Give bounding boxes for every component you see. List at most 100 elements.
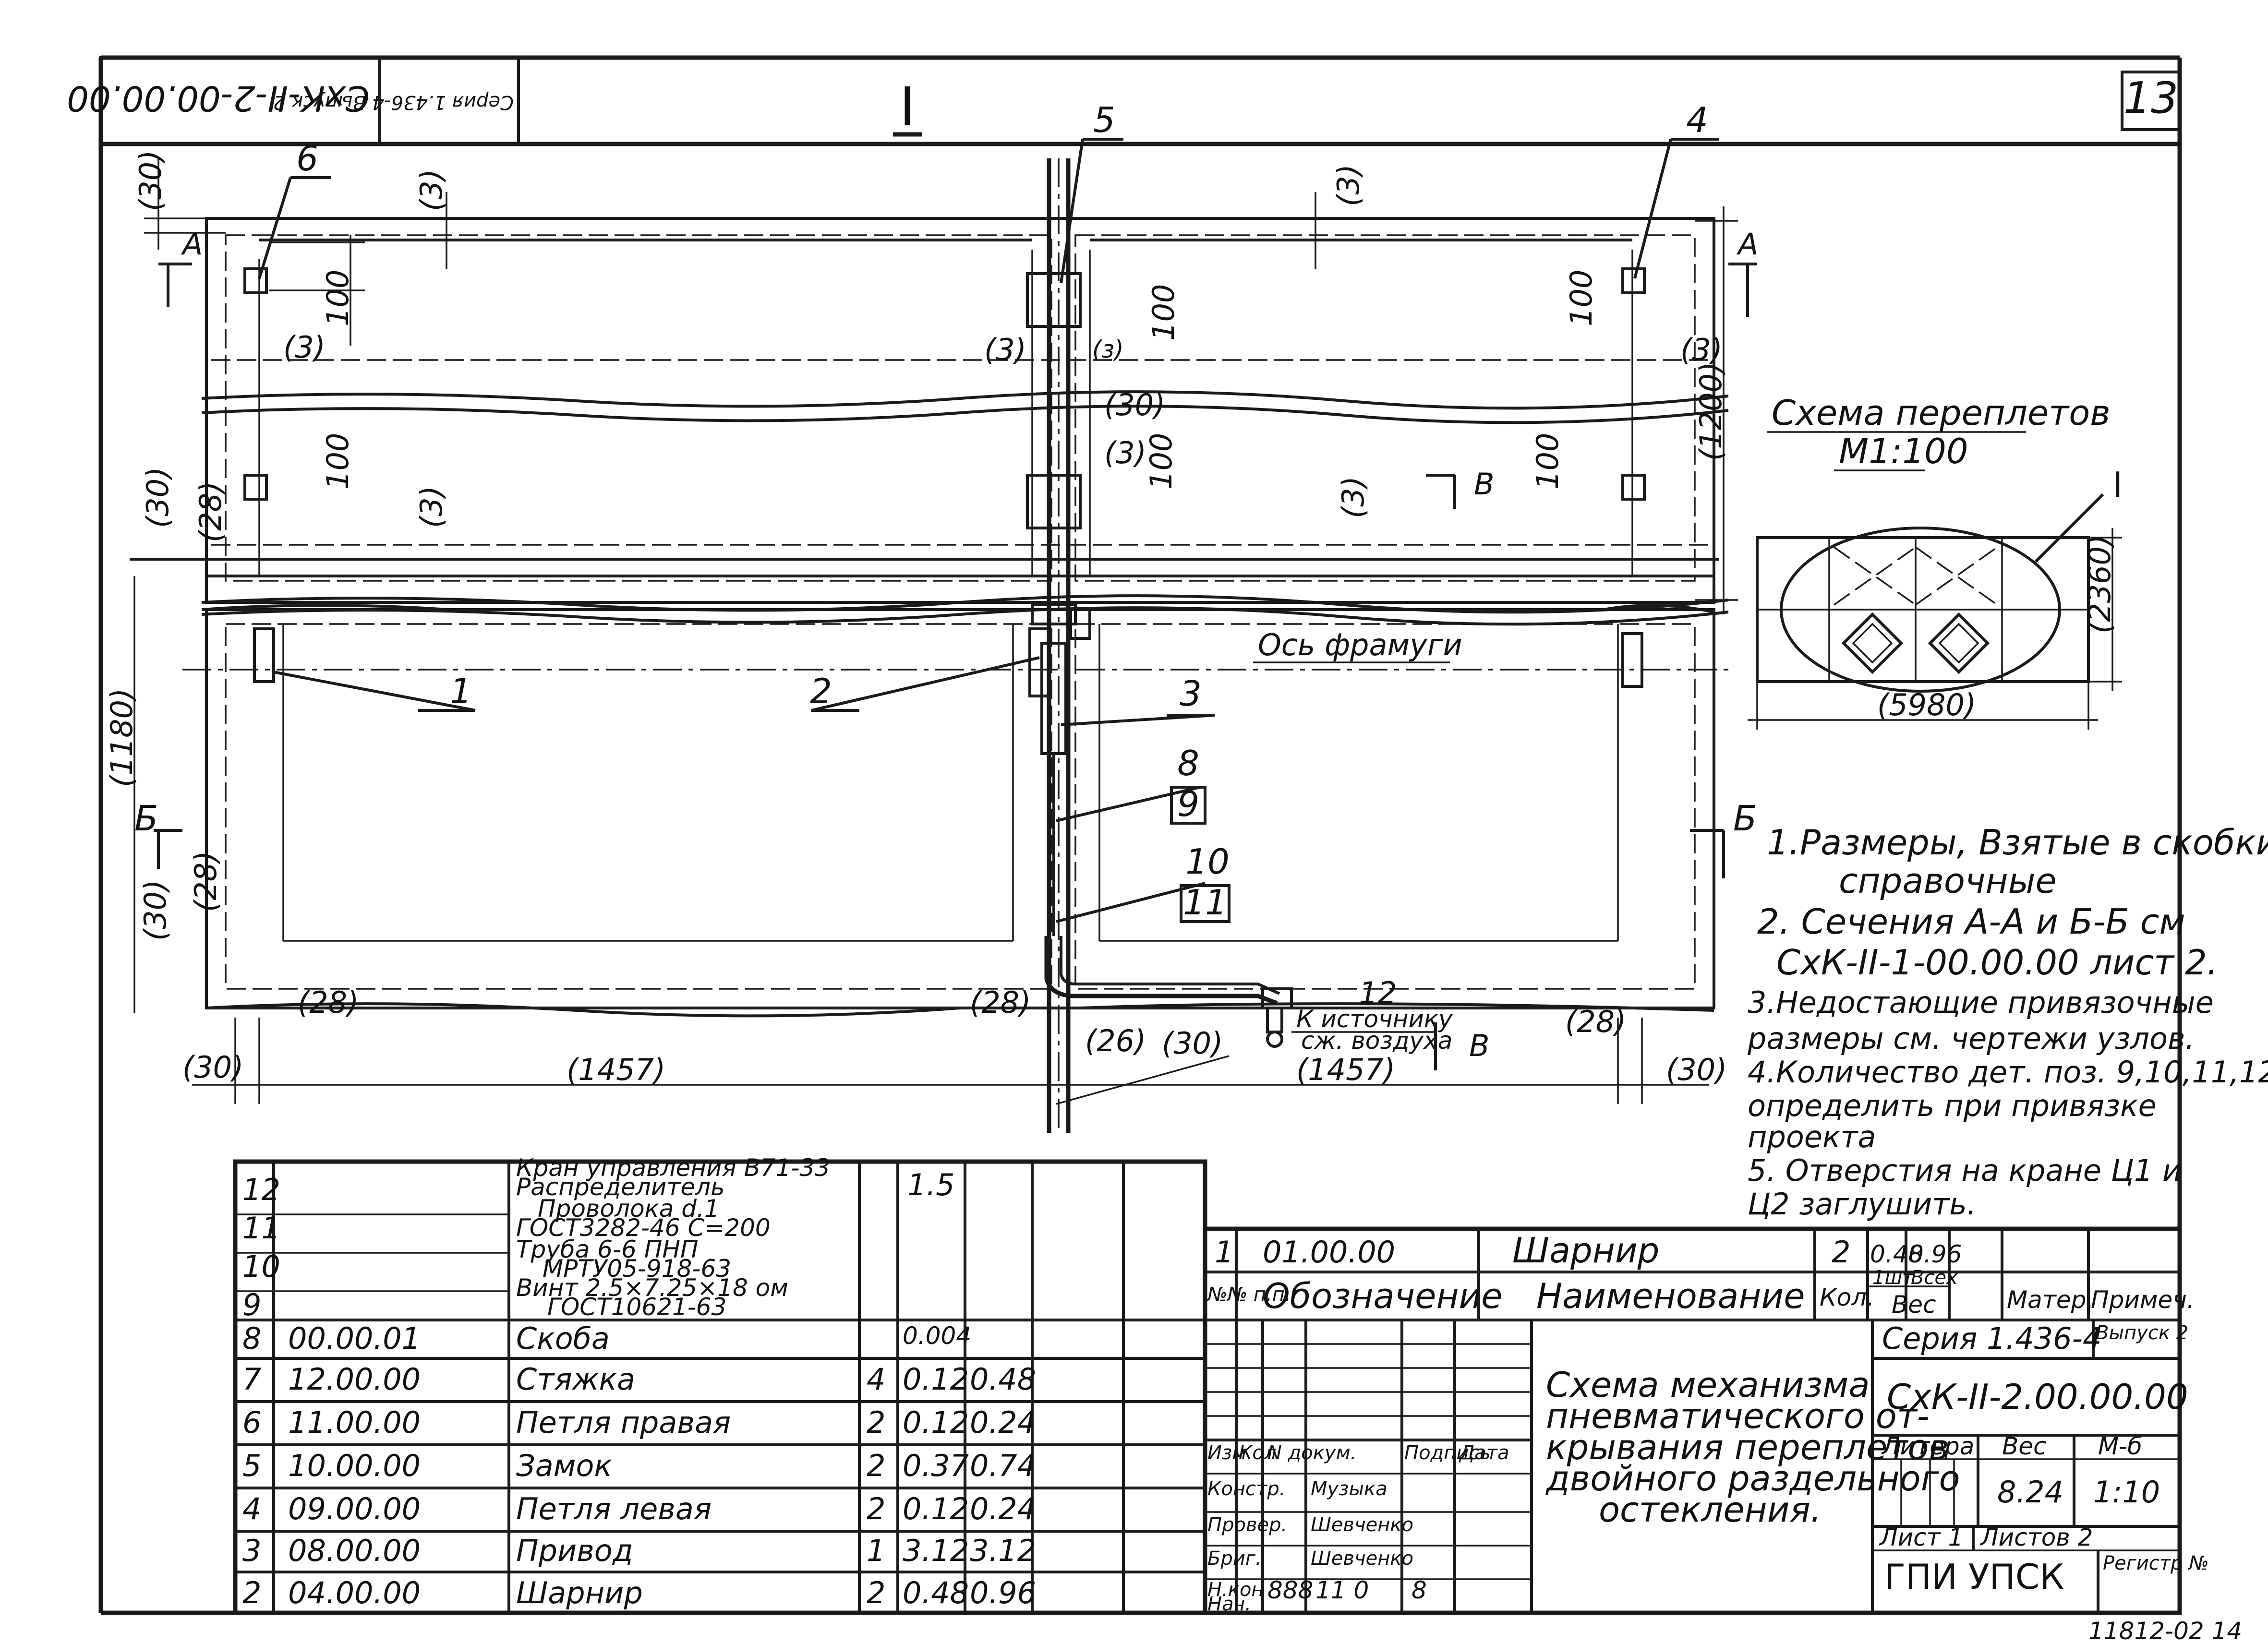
spec-pos-11: 11	[242, 1211, 280, 1246]
callouts: 6 5 4 1 2 3 8 9 10 11 12 К источнику сж.…	[258, 100, 1719, 1070]
spec-code-3: 08.00.00	[288, 1533, 421, 1568]
spec-w1-1: 0.48	[1870, 1240, 1923, 1268]
dim-30-mid: (30)	[1104, 387, 1165, 422]
spec-name-3: Привод	[516, 1533, 633, 1568]
hdr-mat: Матер.	[2007, 1286, 2094, 1314]
tb-code: СхК-II-2.00.00.00	[1887, 1377, 2188, 1417]
spec-w1-5: 0.37	[903, 1448, 969, 1483]
spec-pos-3: 3	[242, 1533, 261, 1568]
dim-30-c: (30)	[1162, 1026, 1223, 1061]
tb-col-izm: Изм.	[1207, 1442, 1253, 1464]
tb-brig-name: Шевченко	[1311, 1548, 1413, 1570]
dim-100-b: 100	[1146, 284, 1181, 341]
spec-w2-7: 0.48	[970, 1362, 1036, 1397]
tb-col-date: Дата	[1459, 1442, 1509, 1464]
spec-w2-2: 0.96	[970, 1575, 1036, 1610]
tb-stamp1: 888	[1267, 1576, 1313, 1604]
tb-constr-name: Музыка	[1311, 1478, 1387, 1500]
scheme-mark: I	[2112, 465, 2123, 505]
dim-1457-r: (1457)	[1296, 1052, 1395, 1087]
spec-name-9b: ГОСТ10621-63	[547, 1293, 726, 1321]
hdr-name: Наименование	[1536, 1276, 1805, 1316]
top-left-stamp: СхК-II-2-00.00.00 Серия 1.436-4 Выпуск 2	[67, 78, 514, 119]
callout-2: 2	[810, 671, 832, 711]
supply-note-1: К источнику	[1296, 1005, 1453, 1033]
section-marks: А А В Б Б	[134, 227, 1758, 878]
callout-6: 4	[1686, 100, 1708, 140]
spec-name-2: Шарнир	[516, 1575, 643, 1610]
callout-8: 8	[1177, 743, 1199, 783]
dim-30-br: (30)	[1666, 1052, 1727, 1087]
dim-28-b: (28)	[970, 985, 1031, 1020]
spec-name-11b: ГОСТ3282-46 С=200	[516, 1214, 771, 1242]
spec-name-4: Петля левая	[516, 1491, 712, 1526]
hdr-w2: Всех	[1911, 1267, 1958, 1289]
note-5b: Ц2 заглушить.	[1748, 1187, 1977, 1222]
tb-sheets: Листов 2	[1979, 1524, 2093, 1551]
spec-pos-9: 9	[242, 1287, 261, 1322]
note-2a: 2. Сечения А-А и Б-Б см	[1757, 901, 2185, 942]
note-1a: 1.Размеры, Взятые в скобки-	[1767, 822, 2268, 863]
spec-qty-7: 4	[867, 1362, 885, 1397]
spec-qty-4: 2	[867, 1491, 885, 1526]
spec-code-1: 01.00.00	[1263, 1235, 1395, 1270]
spec-table: 12 Кран управления В71-33 1.5 Распредели…	[233, 1154, 1207, 1615]
dim-1457-l: (1457)	[567, 1052, 665, 1087]
axis-line: Ось фрамуги	[182, 627, 1728, 671]
spec-code-5: 10.00.00	[288, 1448, 421, 1483]
tb-masht-val: 1:10	[2093, 1475, 2160, 1510]
dim-100-e: 100	[1144, 433, 1179, 490]
spec-code-4: 09.00.00	[288, 1491, 421, 1526]
tb-nk: Н.кон	[1207, 1579, 1264, 1601]
scheme-title: Схема переплетов	[1772, 393, 2111, 433]
spec-pos-12: 12	[242, 1172, 280, 1207]
title-block: 1 01.00.00 Шарнир 2 0.48 0.96 №№ п.п. Об…	[1203, 1226, 2209, 1615]
spec-w2-5: 0.74	[970, 1448, 1036, 1483]
tb-title-5: остекления.	[1599, 1489, 1822, 1530]
spec-name-11: Проволока d.1	[538, 1195, 720, 1223]
spec-w2-6: 0.24	[970, 1405, 1036, 1440]
tb-check: Провер.	[1207, 1514, 1287, 1536]
spec-pos-7: 7	[242, 1362, 261, 1397]
supply-note-2: сж. воздуха	[1301, 1027, 1452, 1055]
tb-brig: Бриг.	[1207, 1548, 1262, 1570]
spec-w2-3: 3.12	[970, 1533, 1036, 1568]
note-3a: 3.Недостающие привязочные	[1748, 985, 2214, 1020]
dim-30-mid-l: (30)	[140, 467, 175, 528]
spec-code-7: 12.00.00	[288, 1362, 421, 1397]
spec-qty-2: 2	[867, 1575, 885, 1610]
spec-w1-6: 0.12	[903, 1405, 969, 1440]
section-b-left: Б	[134, 798, 158, 839]
tb-reg: Регистр №	[2103, 1552, 2209, 1574]
note-4c: проекта	[1748, 1119, 1876, 1154]
tb-litera: Литера	[1881, 1432, 1974, 1460]
tb-ves: Вес	[2002, 1432, 2047, 1460]
tb-issue: Выпуск 2	[2096, 1322, 2188, 1344]
section-v-upper: В	[1474, 467, 1495, 502]
dim-3-r1: (3)	[1680, 332, 1723, 367]
tb-stamp3: 8	[1411, 1576, 1427, 1604]
tb-nach: Нач.	[1207, 1593, 1251, 1615]
spec-name-12b: Распределитель	[516, 1173, 725, 1201]
spec-name-6: Петля правая	[516, 1405, 731, 1440]
scheme-height-dim: (2360)	[2082, 535, 2117, 634]
spec-pos-6: 6	[242, 1405, 261, 1440]
spec-qty-6: 2	[867, 1405, 885, 1440]
dim-28-mid-l: (28)	[193, 481, 228, 542]
tb-check-name: Шевченко	[1311, 1514, 1413, 1536]
scheme-width-dim: (5980)	[1877, 687, 1976, 722]
hdr-qty: Кол.	[1820, 1284, 1874, 1311]
spec-qty-3: 1	[867, 1533, 885, 1568]
dim-3-top-right: (3)	[1331, 164, 1366, 206]
dim-1180: (1180)	[104, 688, 139, 787]
spec-code-8: 00.00.01	[288, 1321, 421, 1356]
note-4b: определить при привязке	[1748, 1088, 2157, 1123]
spec-name-8: Скоба	[516, 1321, 610, 1356]
note-2b: СхК-II-1-00.00.00 лист 2.	[1776, 942, 2218, 983]
spec-pos-8: 8	[242, 1321, 261, 1356]
stamp-series-text: Серия 1.436-4 Выпуск 2	[273, 91, 514, 113]
hdr-weight: Вес	[1892, 1291, 1936, 1319]
tb-series: Серия 1.436-4	[1882, 1321, 2101, 1356]
dim-3-l1: (3)	[283, 330, 326, 365]
note-3b: размеры см. чертежи узлов.	[1747, 1021, 2195, 1056]
